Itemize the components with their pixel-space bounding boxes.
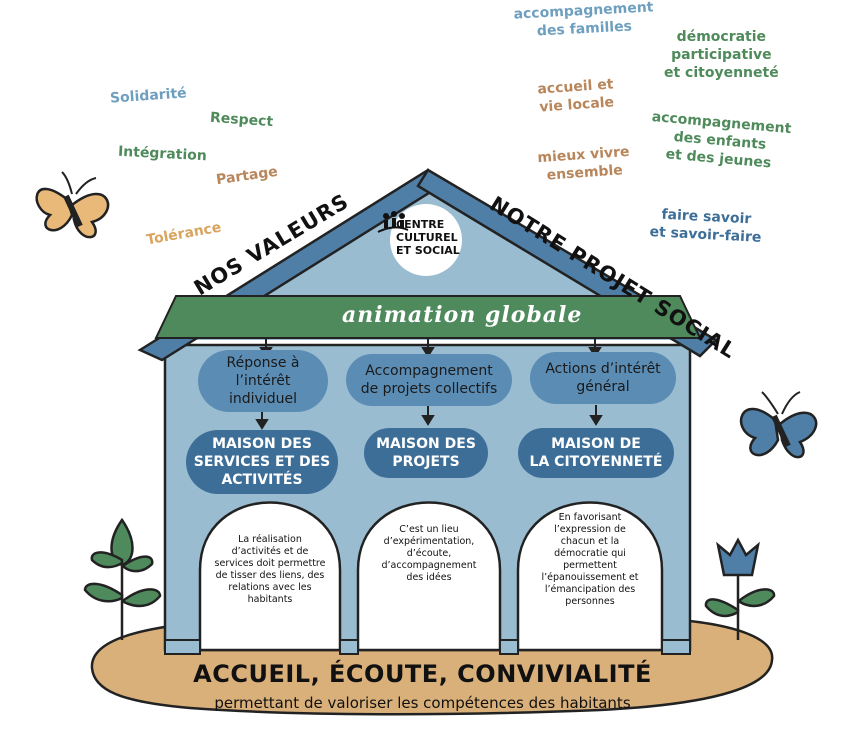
pill-projets-collectifs: Accompagnement de projets collectifs	[346, 354, 512, 406]
arch-1	[198, 501, 342, 652]
butterfly-right-icon	[739, 391, 818, 459]
logo-people-icon	[377, 211, 409, 233]
maison-projets: MAISON DES PROJETS	[364, 428, 488, 478]
plant-left-icon	[83, 517, 162, 640]
logo-circle	[390, 204, 462, 276]
pill-interet-individuel: Réponse à l’intérêt individuel	[198, 350, 328, 412]
arch-2	[356, 501, 502, 652]
bottom-subheading: permettant de valoriser les compétences …	[214, 694, 631, 712]
maison-citoyennete: MAISON DE LA CITOYENNETÉ	[518, 428, 674, 478]
bottom-heading: ACCUEIL, ÉCOUTE, CONVIVIALITÉ	[193, 660, 652, 688]
pill-interet-general: Actions d’intérêt général	[530, 352, 676, 404]
arch-text-services: La réalisation d’activités et de service…	[214, 534, 326, 605]
arch-3	[516, 501, 664, 652]
logo-text: CENTRE CULTUREL ET SOCIAL	[396, 218, 460, 257]
arrows	[255, 338, 603, 430]
band-shape	[154, 295, 702, 339]
arch-text-citoyennete: En favorisant l’expression de chacun et …	[541, 512, 639, 607]
maison-services: MAISON DES SERVICES ET DES ACTIVITÉS	[186, 430, 338, 494]
arch-text-projets: C’est un lieu d’expérimentation, d’écout…	[381, 524, 477, 583]
band-label: animation globale	[342, 302, 583, 328]
plant-right-icon	[704, 537, 776, 640]
butterfly-left-icon	[35, 171, 110, 239]
